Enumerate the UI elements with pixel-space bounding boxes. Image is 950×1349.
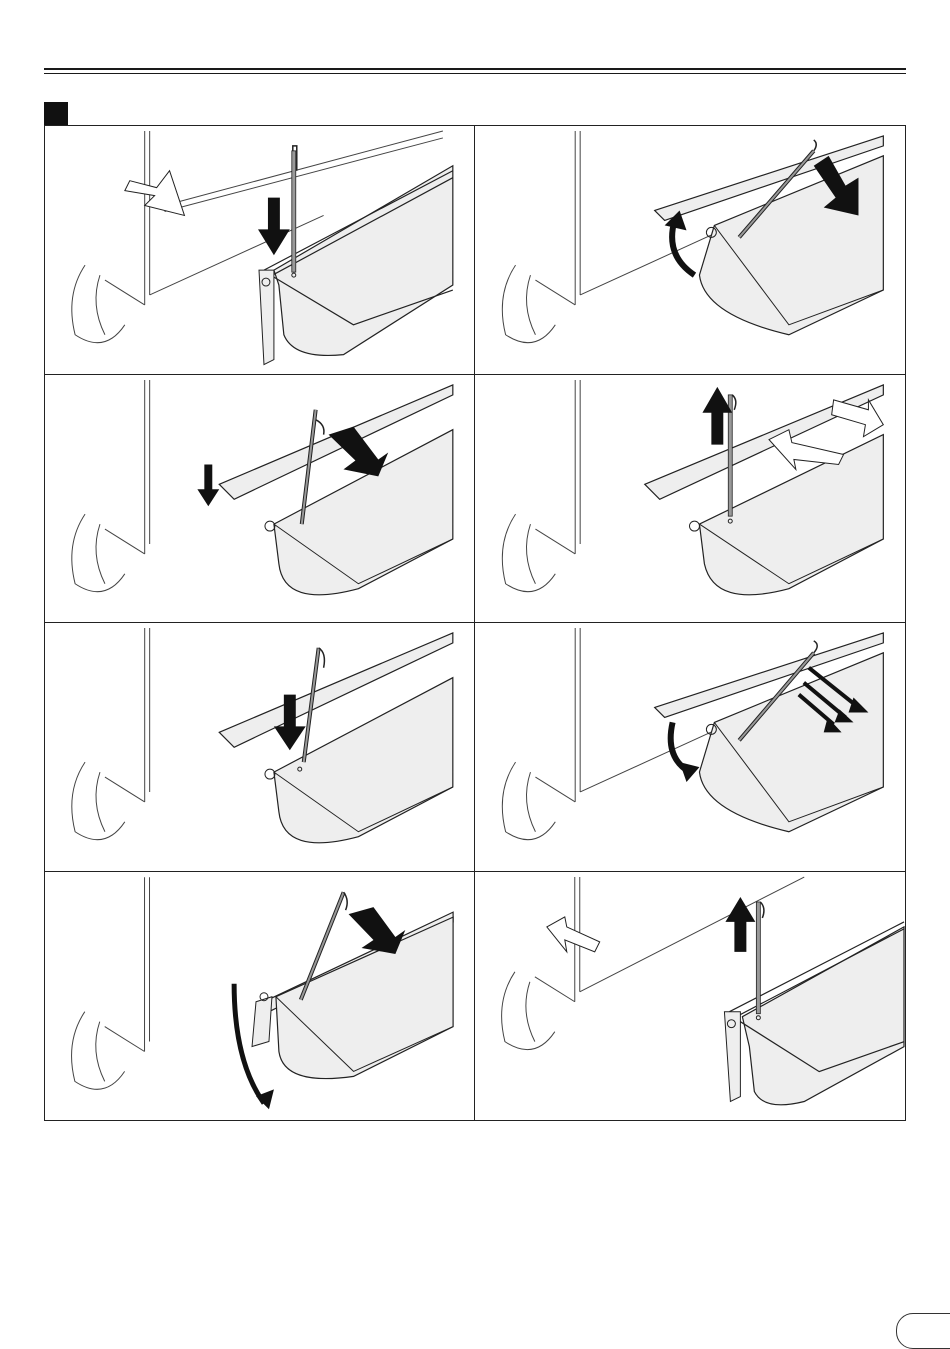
push-arrow-icon	[349, 907, 406, 954]
step-panel-1	[45, 126, 475, 375]
instruction-panel-grid	[44, 125, 906, 1121]
hollow-arrow-left-icon	[769, 429, 844, 469]
header-rule-thick	[44, 68, 906, 70]
step-panel-2	[475, 126, 905, 375]
step-panel-5	[45, 623, 475, 872]
step-panel-7	[45, 872, 475, 1121]
push-arrow-icon	[329, 426, 389, 476]
hollow-arrow-right-icon	[125, 171, 185, 216]
step-panel-6	[475, 623, 905, 872]
step-panel-4	[475, 375, 905, 624]
header-rule-thin	[44, 73, 906, 74]
step-5-illustration	[45, 623, 474, 871]
panel-body	[274, 166, 453, 356]
hollow-arrow-left-icon	[547, 916, 600, 951]
step-panel-3	[45, 375, 475, 624]
up-arrow-icon	[702, 386, 732, 444]
step-panel-8	[475, 872, 905, 1121]
step-8-illustration	[475, 872, 905, 1121]
down-arrow-icon	[197, 464, 219, 506]
step-7-illustration	[45, 872, 474, 1121]
step-1-illustration	[45, 126, 474, 374]
down-arrow-icon	[258, 198, 290, 256]
step-3-illustration	[45, 375, 474, 623]
section-marker	[44, 102, 68, 126]
step-4-illustration	[475, 375, 905, 623]
step-6-illustration	[475, 623, 905, 871]
up-arrow-icon	[725, 896, 755, 951]
step-2-illustration	[475, 126, 905, 374]
panel-body	[742, 926, 904, 1104]
